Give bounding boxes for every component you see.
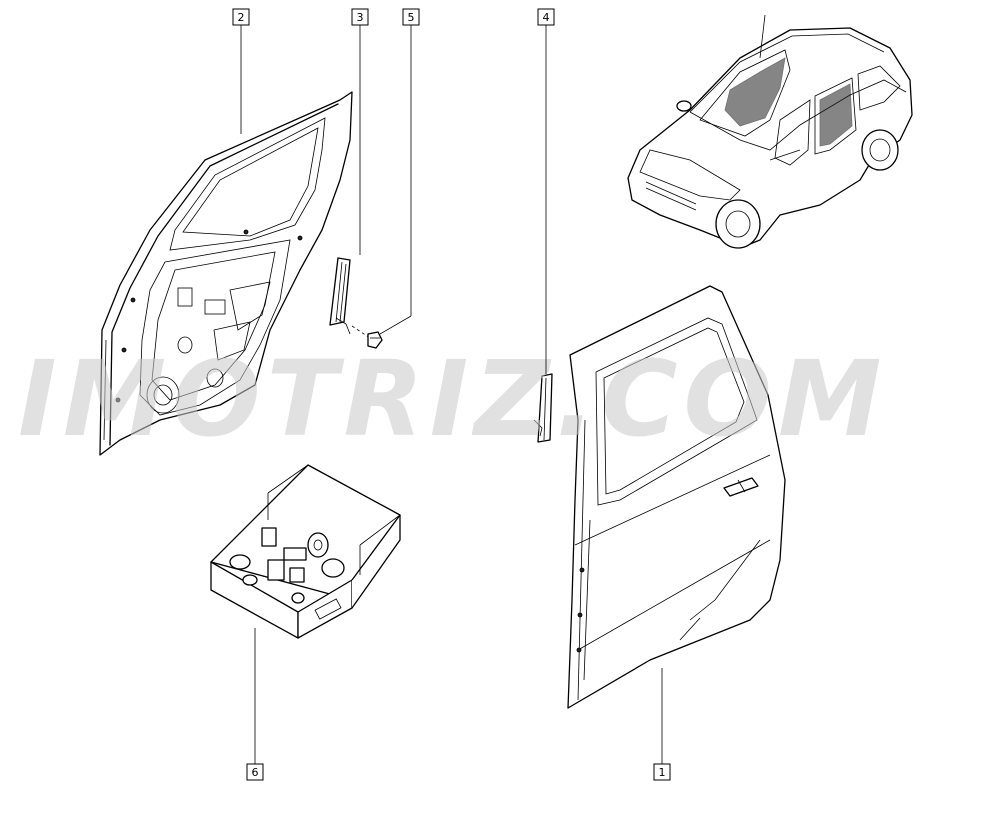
callout-2: 2 — [232, 8, 250, 26]
svg-text:2: 2 — [238, 11, 245, 24]
vehicle-thumbnail — [627, 14, 913, 249]
svg-text:5: 5 — [408, 11, 415, 24]
svg-text:3: 3 — [357, 11, 364, 24]
callout-5: 5 — [402, 8, 420, 26]
callout-4: 4 — [537, 8, 555, 26]
parts-kit-box — [210, 464, 401, 639]
leader-lines — [240, 25, 663, 764]
door-inner-frame — [99, 91, 353, 456]
callout-3: 3 — [351, 8, 369, 26]
svg-text:4: 4 — [543, 11, 550, 24]
clip-part5 — [351, 325, 383, 349]
svg-text:1: 1 — [659, 766, 666, 779]
door-outer-panel — [567, 285, 786, 709]
watermark: IMOTRIZ.COM — [18, 338, 887, 460]
window-channel-part4 — [533, 373, 553, 443]
callout-6: 6 — [246, 763, 264, 781]
window-channel-part3 — [329, 257, 351, 335]
callout-1: 1 — [653, 763, 671, 781]
svg-text:6: 6 — [252, 766, 259, 779]
